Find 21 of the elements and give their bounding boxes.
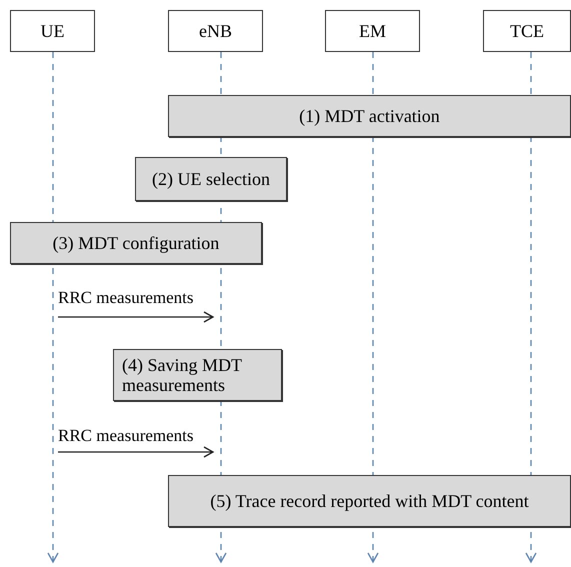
node-text: UE	[40, 21, 64, 41]
header-box	[483, 10, 571, 52]
process-box	[113, 349, 282, 401]
header-box	[168, 10, 263, 52]
lifeline-arrow	[47, 52, 59, 563]
node-text: eNB	[199, 21, 232, 41]
node-text: EM	[359, 21, 386, 41]
header-box	[10, 10, 95, 52]
message-label: RRC measurements	[58, 289, 194, 306]
node-text: (3) MDT configuration	[52, 233, 220, 253]
node-text: (2) UE selection	[152, 169, 270, 189]
process-box	[135, 157, 287, 201]
node-text: (1) MDT activation	[299, 106, 440, 126]
header-box	[325, 10, 420, 52]
node-text: (5) Trace record reported with MDT content	[210, 491, 529, 511]
node-text: TCE	[510, 21, 544, 41]
process-box	[10, 222, 262, 264]
process-box	[168, 95, 571, 137]
process-box	[168, 475, 571, 527]
message-label: RRC measurements	[58, 427, 194, 444]
node-text: (4) Saving MDT measurements	[122, 355, 243, 395]
